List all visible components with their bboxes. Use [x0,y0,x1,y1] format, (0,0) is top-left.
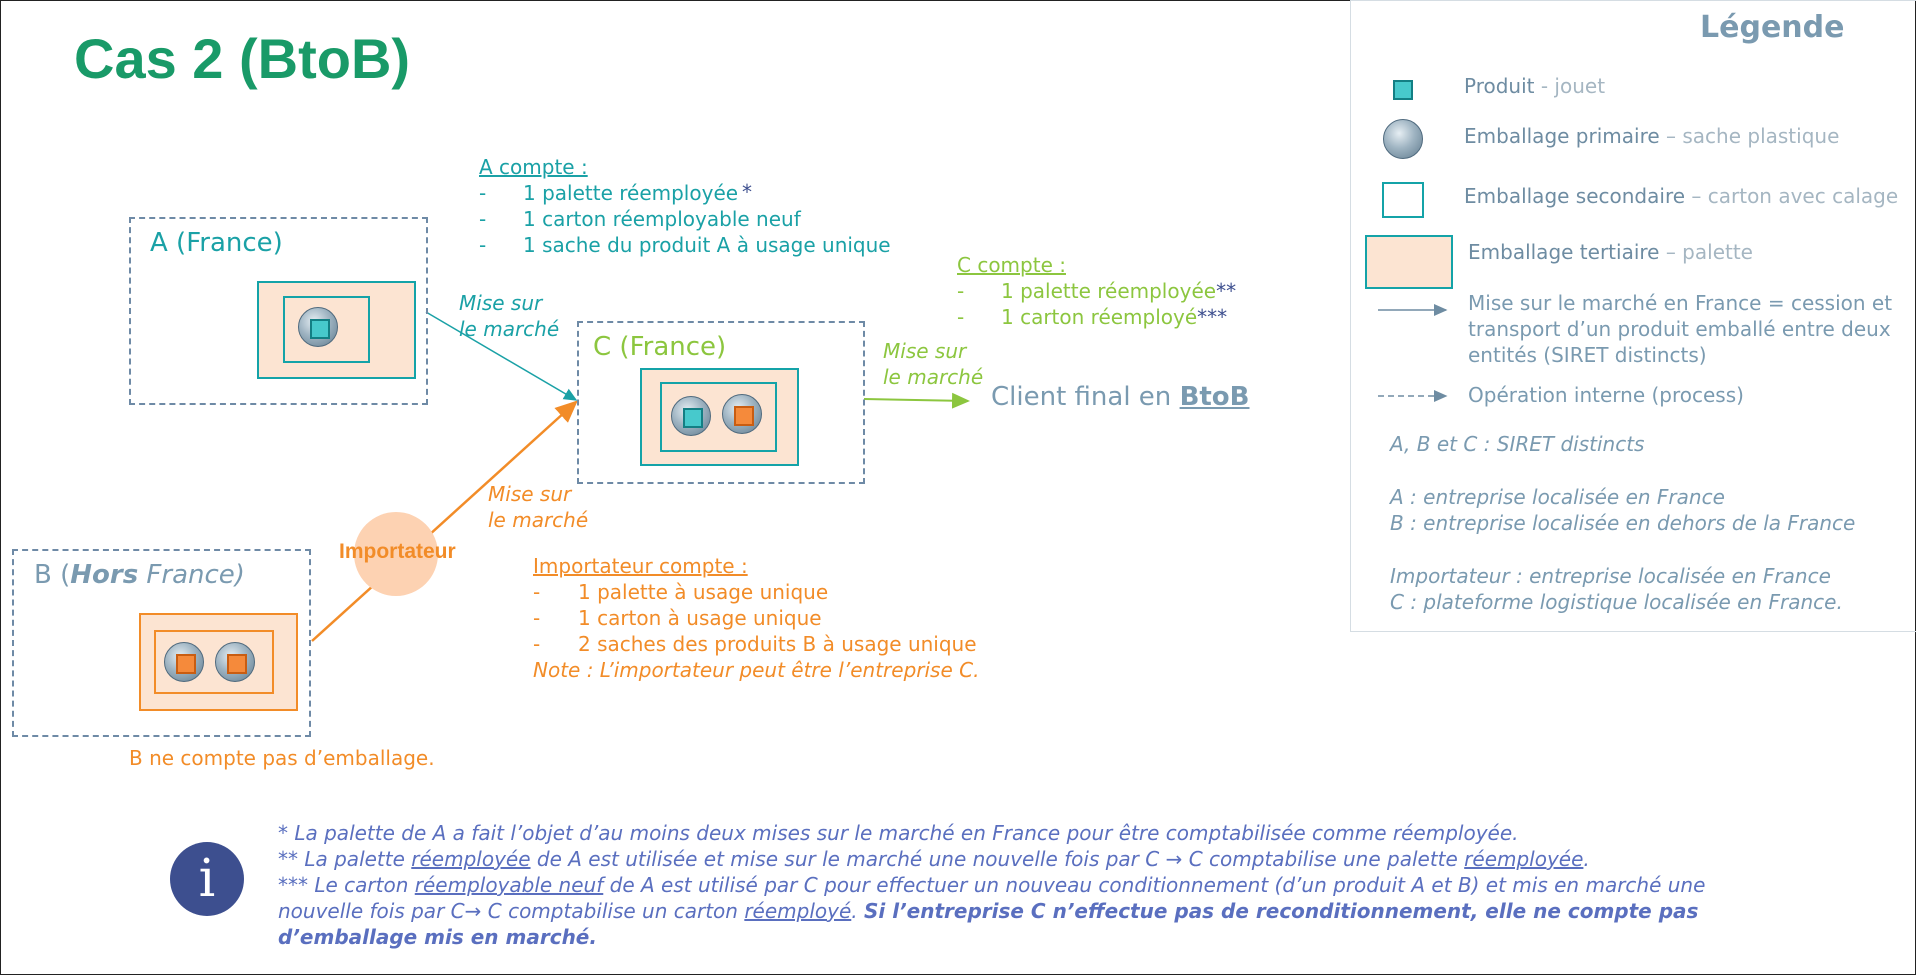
legend-secondary: Emballage secondaire – carton avec calag… [1464,184,1899,208]
list-item: -1 palette réemployée** [957,279,1237,303]
arrow-c-to-client [863,392,970,409]
entity-a-sachet [298,307,338,347]
list-item: -2 saches des produits B à usage unique [533,632,977,656]
arrow-a-to-c [425,311,578,401]
arrow-b-to-c [311,400,578,642]
entity-a-product [310,319,330,339]
importer-compte-block: Importateur compte : -1 palette à usage … [533,553,979,683]
entity-b-product-2 [227,654,247,674]
list-item: -1 carton réemployé*** [957,305,1228,329]
entity-c-box [577,321,865,484]
importer-compte-heading: Importateur compte : [533,554,748,578]
legend-secondary-swatch [1382,182,1424,218]
entity-b-pallet [139,613,298,711]
entity-c-pallet [640,368,799,466]
importer-circle [354,512,438,596]
legend-panel [1350,0,1916,632]
footnote-1: * La palette de A a fait l’objet d’au mo… [278,821,1519,845]
footnote-2: ** La palette réemployée de A est utilis… [278,847,1590,871]
list-item: -1 palette réemployée [479,181,739,205]
list-item: -1 carton réemployable neuf [479,207,801,231]
page-title: Cas 2 (BtoB) [74,27,411,90]
entity-b-note: B ne compte pas d’emballage. [129,746,435,770]
legend-primary: Emballage primaire – sache plastique [1464,124,1840,148]
legend-product: Produit - jouet [1464,74,1606,98]
entity-b-sachet-1 [164,642,204,682]
entity-c-sachet-b [722,394,762,434]
entity-c-product-b [734,406,754,426]
legend-tertiary: Emballage tertiaire – palette [1468,240,1753,264]
a-compte-mark: * [742,180,752,204]
info-icon: i [170,842,244,916]
entity-a-label: A (France) [150,228,283,258]
a-compte-heading: A compte : [479,155,588,179]
legend-note-siret: A, B et C : SIRET distincts [1390,432,1645,456]
list-item: -1 sache du produit A à usage unique [479,233,891,257]
c-compte-heading: C compte : [957,253,1066,277]
entity-b-carton [154,630,274,694]
entity-c-product-a [683,408,703,428]
entity-c-sachet-a [671,396,711,436]
entity-b-product-1 [176,654,196,674]
importer-note: Note : L’importateur peut être l’entrepr… [533,658,980,682]
legend-notes-ic: Importateur : entreprise localisée en Fr… [1390,564,1843,614]
list-item: -1 carton à usage unique [533,606,822,630]
legend-product-swatch [1393,80,1413,100]
footnote-3: *** Le carton réemployable neuf de A est… [278,873,1706,897]
entity-c-label: C (France) [593,332,727,362]
footnote-4: nouvelle fois par C→ C comptabilise un c… [278,899,1699,923]
entity-a-box [129,217,428,405]
entity-a-pallet [257,281,416,379]
footnote-5: d’emballage mis en marché. [278,925,597,949]
legend-mise-marche: Mise sur le marché en France = cession e… [1468,291,1893,367]
entity-c-carton [660,382,777,452]
list-item: -1 palette à usage unique [533,580,829,604]
entity-b-label: B (Hors France) [34,560,245,590]
importer-label: Importateur [339,540,456,563]
footnotes: * La palette de A a fait l’objet d’au mo… [278,820,1706,950]
legend-title: Légende [1700,10,1845,45]
entity-b-sachet-2 [215,642,255,682]
client-final: Client final en BtoB [991,382,1250,412]
legend-operation: Opération interne (process) [1468,383,1744,407]
legend-tertiary-swatch [1365,235,1453,289]
a-compte-block: A compte : -1 palette réemployée -1 cart… [479,154,943,258]
c-compte-block: C compte : -1 palette réemployée** -1 ca… [957,252,1236,330]
legend-primary-swatch [1383,119,1423,159]
entity-a-carton [283,296,370,363]
entity-b-box [12,549,311,737]
